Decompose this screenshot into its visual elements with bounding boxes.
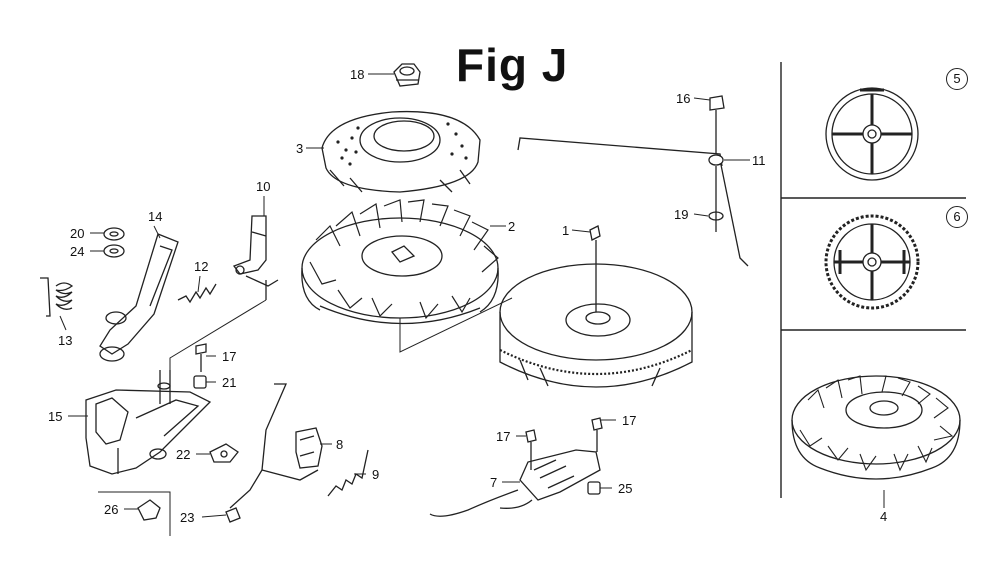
- variant-5-flywheel-top: [826, 88, 918, 180]
- callout-9: 9: [372, 467, 380, 482]
- part-12-spring: [178, 284, 216, 302]
- callout-16: 16: [676, 91, 691, 106]
- callout-8: 8: [336, 437, 344, 452]
- assembly-leaders: [170, 298, 512, 372]
- callout-13: 13: [58, 333, 73, 348]
- callout-17-coil-left: 17: [496, 429, 511, 444]
- flywheel-assembly: [500, 240, 692, 387]
- callout-25: 25: [618, 481, 633, 496]
- variant-panel-dividers: [781, 62, 966, 498]
- part-11-governor-linkage: [518, 96, 748, 266]
- part-14-brake-arm: [100, 234, 178, 361]
- part-17-21-bolt-collar: [194, 344, 206, 388]
- callout-3: 3: [296, 141, 304, 156]
- callout-20: 20: [70, 226, 85, 241]
- callout-26-inset: 26: [104, 502, 119, 517]
- callout-23: 23: [180, 510, 195, 525]
- callout-2: 2: [508, 219, 516, 234]
- callout-leaders: [60, 74, 884, 517]
- part-8-23-wire-harness: [226, 384, 322, 522]
- part-15-base-plate: [86, 370, 210, 474]
- callout-7: 7: [490, 475, 498, 490]
- variant-5-marker: 5: [946, 68, 968, 90]
- callout-17-coil-right: 17: [622, 413, 637, 428]
- callout-24: 24: [70, 244, 85, 259]
- callout-11: 11: [752, 153, 766, 168]
- part-13-torsion-spring: [40, 278, 72, 316]
- part-2-fan: [302, 200, 498, 324]
- callout-14: 14: [148, 209, 163, 224]
- callout-17-left: 17: [222, 349, 237, 364]
- callout-21: 21: [222, 375, 237, 390]
- callout-10: 10: [256, 179, 271, 194]
- callout-22: 22: [176, 447, 191, 462]
- variant-6-flywheel-gear: [826, 216, 918, 308]
- part-26-inset: [98, 492, 170, 536]
- part-18-nut: [394, 64, 420, 86]
- part-22-clip: [210, 444, 238, 462]
- part-3-fan-cover: [322, 112, 480, 192]
- callout-4: 4: [880, 509, 888, 524]
- part-1-key: [590, 226, 600, 240]
- callout-15: 15: [48, 409, 63, 424]
- callout-18: 18: [350, 67, 365, 82]
- callout-1: 1: [562, 223, 570, 238]
- figure-title: Fig J: [456, 39, 569, 91]
- variant-6-marker: 6: [946, 206, 968, 228]
- part-7-ignition-coil: [430, 418, 602, 516]
- part-9-spring: [328, 450, 368, 496]
- callout-12: 12: [194, 259, 209, 274]
- callout-19: 19: [674, 207, 689, 222]
- part-10-stop-switch: [234, 216, 278, 300]
- part-20-24-washers: [104, 228, 124, 257]
- variant-4-fan: [792, 376, 960, 479]
